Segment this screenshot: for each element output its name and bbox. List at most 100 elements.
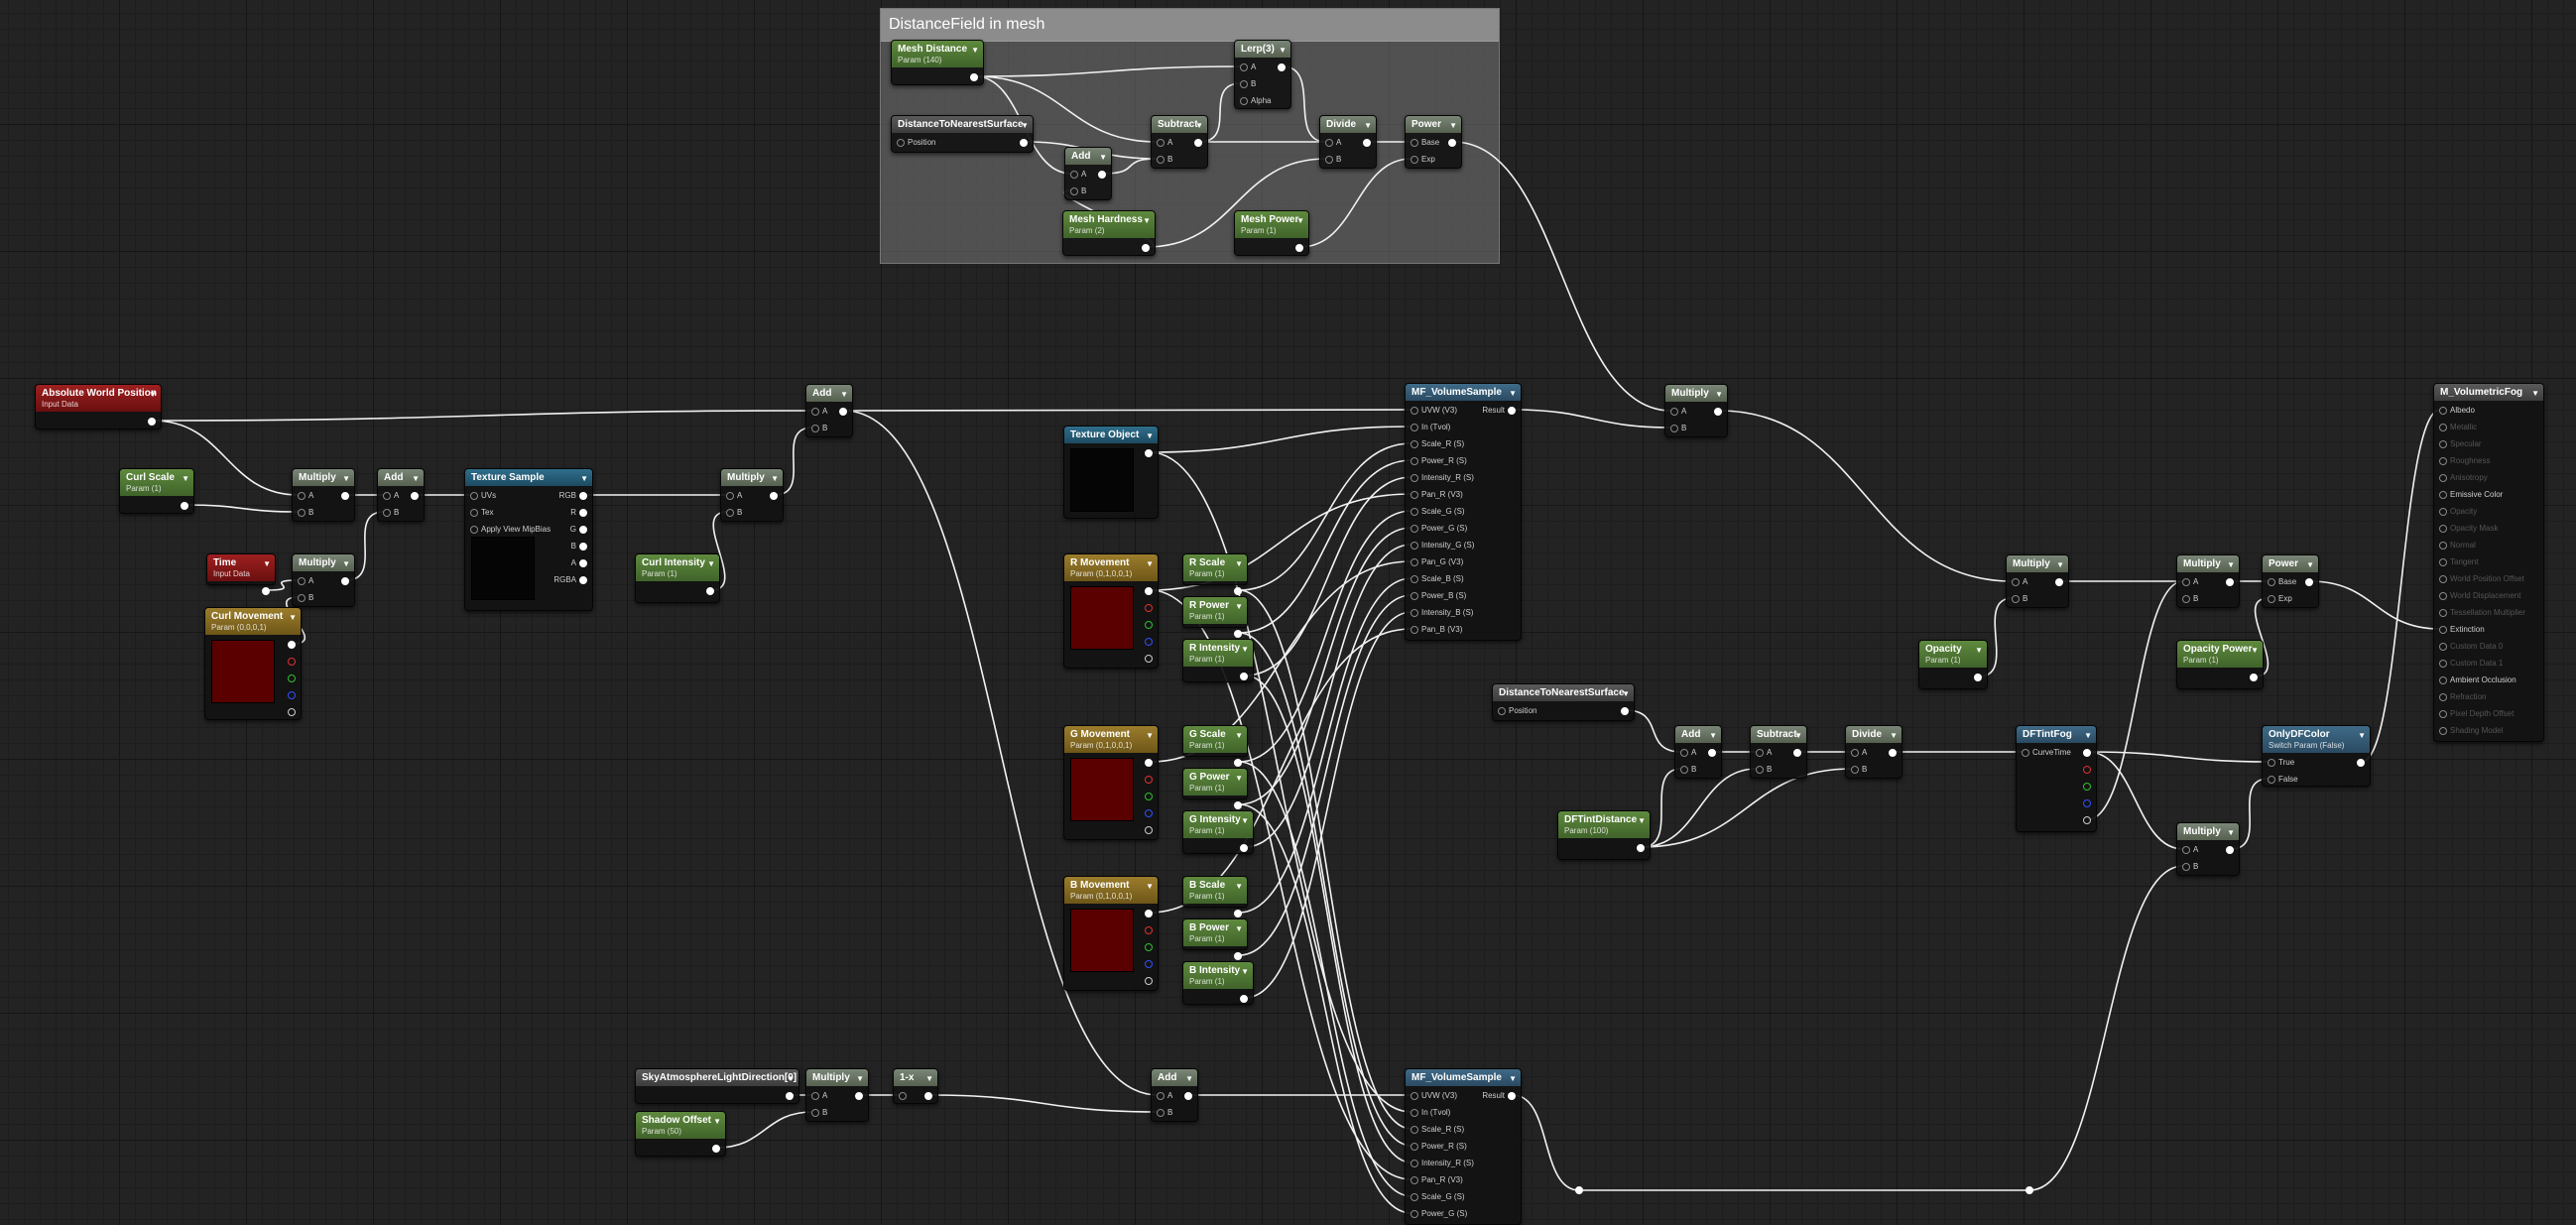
collapse-arrow-icon[interactable]: ▼ [925,1074,933,1083]
node-header[interactable]: MF_VolumeSample▼ [1406,1069,1521,1086]
pin-dot-icon[interactable] [2439,659,2447,668]
input-pin[interactable]: False [2265,775,2298,785]
input-pin[interactable]: A [295,576,313,586]
pin-dot-icon[interactable] [2439,473,2447,482]
input-pin[interactable] [896,1091,910,1101]
input-pin[interactable]: B [808,1108,827,1118]
output-pin[interactable] [1711,407,1725,417]
pin-dot-icon[interactable] [2268,758,2275,767]
pin-dot-icon[interactable] [383,508,391,517]
pin-dot-icon[interactable] [786,1091,794,1100]
output-pin[interactable] [259,586,273,596]
output-pin[interactable] [285,707,299,717]
node-header[interactable]: Lerp(3)▼ [1235,41,1290,58]
pin-dot-icon[interactable] [1793,748,1801,757]
collapse-arrow-icon[interactable]: ▼ [1622,689,1630,698]
pin-dot-icon[interactable] [411,491,419,500]
pin-dot-icon[interactable] [2182,594,2190,603]
pin-dot-icon[interactable] [1411,507,1418,516]
pin-dot-icon[interactable] [1411,423,1418,431]
input-pin[interactable]: B [1237,79,1256,89]
pin-dot-icon[interactable] [2439,642,2447,651]
output-pin[interactable] [1360,138,1374,148]
pin-dot-icon[interactable] [1145,654,1153,663]
pin-dot-icon[interactable] [2439,625,2447,634]
pin-dot-icon[interactable] [1411,541,1418,550]
output-pin[interactable] [1705,748,1719,758]
input-pin[interactable]: A [2179,577,2198,587]
node-header[interactable]: M_VolumetricFog▼ [2434,384,2543,401]
output-pin[interactable] [2080,798,2094,808]
input-pin[interactable]: Exp [2265,594,2292,604]
pin-dot-icon[interactable] [288,690,296,699]
node-header[interactable]: DistanceToNearestSurface▼ [1493,684,1634,701]
input-pin[interactable]: A [808,1091,827,1101]
node-header[interactable]: Multiply▼ [721,469,783,486]
output-pin[interactable] [2080,782,2094,792]
input-pin[interactable]: Exp [1408,155,1435,165]
input-pin[interactable]: Apply View MipBias [467,525,551,535]
output-pin[interactable] [338,576,352,586]
output-pin[interactable] [1142,775,1156,785]
output-pin[interactable] [1237,994,1251,1004]
pin-dot-icon[interactable] [1020,138,1028,147]
input-pin[interactable]: Intensity_G (S) [1408,541,1474,551]
input-pin[interactable]: B [2179,594,2198,604]
input-pin[interactable]: UVW (V3) [1408,1091,1457,1101]
pin-dot-icon[interactable] [2439,490,2447,499]
pin-dot-icon[interactable] [2083,748,2091,757]
output-pin[interactable] [1142,942,1156,952]
collapse-arrow-icon[interactable]: ▼ [1099,153,1107,162]
pin-dot-icon[interactable] [1145,448,1153,457]
pin-dot-icon[interactable] [1498,706,1506,715]
output-pin[interactable] [285,657,299,667]
node-header[interactable]: Divide▼ [1846,726,1901,743]
collapse-arrow-icon[interactable]: ▼ [1241,967,1249,976]
pin-dot-icon[interactable] [298,593,306,602]
pin-dot-icon[interactable] [1070,186,1078,195]
output-pin[interactable] [709,1144,723,1154]
input-pin[interactable]: A [2179,845,2198,855]
pin-dot-icon[interactable] [1234,909,1242,918]
pin-dot-icon[interactable] [2083,765,2091,774]
collapse-arrow-icon[interactable]: ▼ [1146,882,1154,891]
output-pin[interactable] [852,1091,866,1101]
output-pin[interactable] [145,417,159,427]
pin-dot-icon[interactable] [2439,456,2447,465]
output-pin[interactable] [1886,748,1900,758]
node-header[interactable]: Texture Sample▼ [465,469,592,486]
pin-dot-icon[interactable] [2250,673,2258,681]
reroute-node[interactable] [2025,1186,2033,1194]
input-pin[interactable]: B [1677,765,1696,775]
collapse-arrow-icon[interactable]: ▼ [1509,389,1517,398]
pin-dot-icon[interactable] [1974,673,1982,681]
pin-dot-icon[interactable] [1411,1192,1418,1201]
input-pin[interactable]: Opacity [2436,507,2477,517]
output-pin[interactable] [1231,586,1245,596]
input-pin[interactable]: Shading Model [2436,726,2503,736]
output-pin[interactable] [1618,706,1632,716]
output-pin[interactable] [2223,577,2237,587]
collapse-arrow-icon[interactable]: ▼ [840,390,848,399]
pin-dot-icon[interactable] [2357,758,2365,767]
node-header[interactable]: Power▼ [2263,555,2318,572]
node-header[interactable]: Multiply▼ [293,469,354,486]
input-pin[interactable]: B [295,508,313,518]
input-pin[interactable]: UVW (V3) [1408,406,1457,416]
pin-dot-icon[interactable] [1411,1091,1418,1100]
node-header[interactable]: Multiply▼ [2007,555,2068,572]
pin-dot-icon[interactable] [1411,155,1418,164]
pin-dot-icon[interactable] [726,508,734,517]
pin-dot-icon[interactable] [181,501,188,510]
output-pin[interactable] [1142,925,1156,935]
pin-dot-icon[interactable] [1145,586,1153,595]
